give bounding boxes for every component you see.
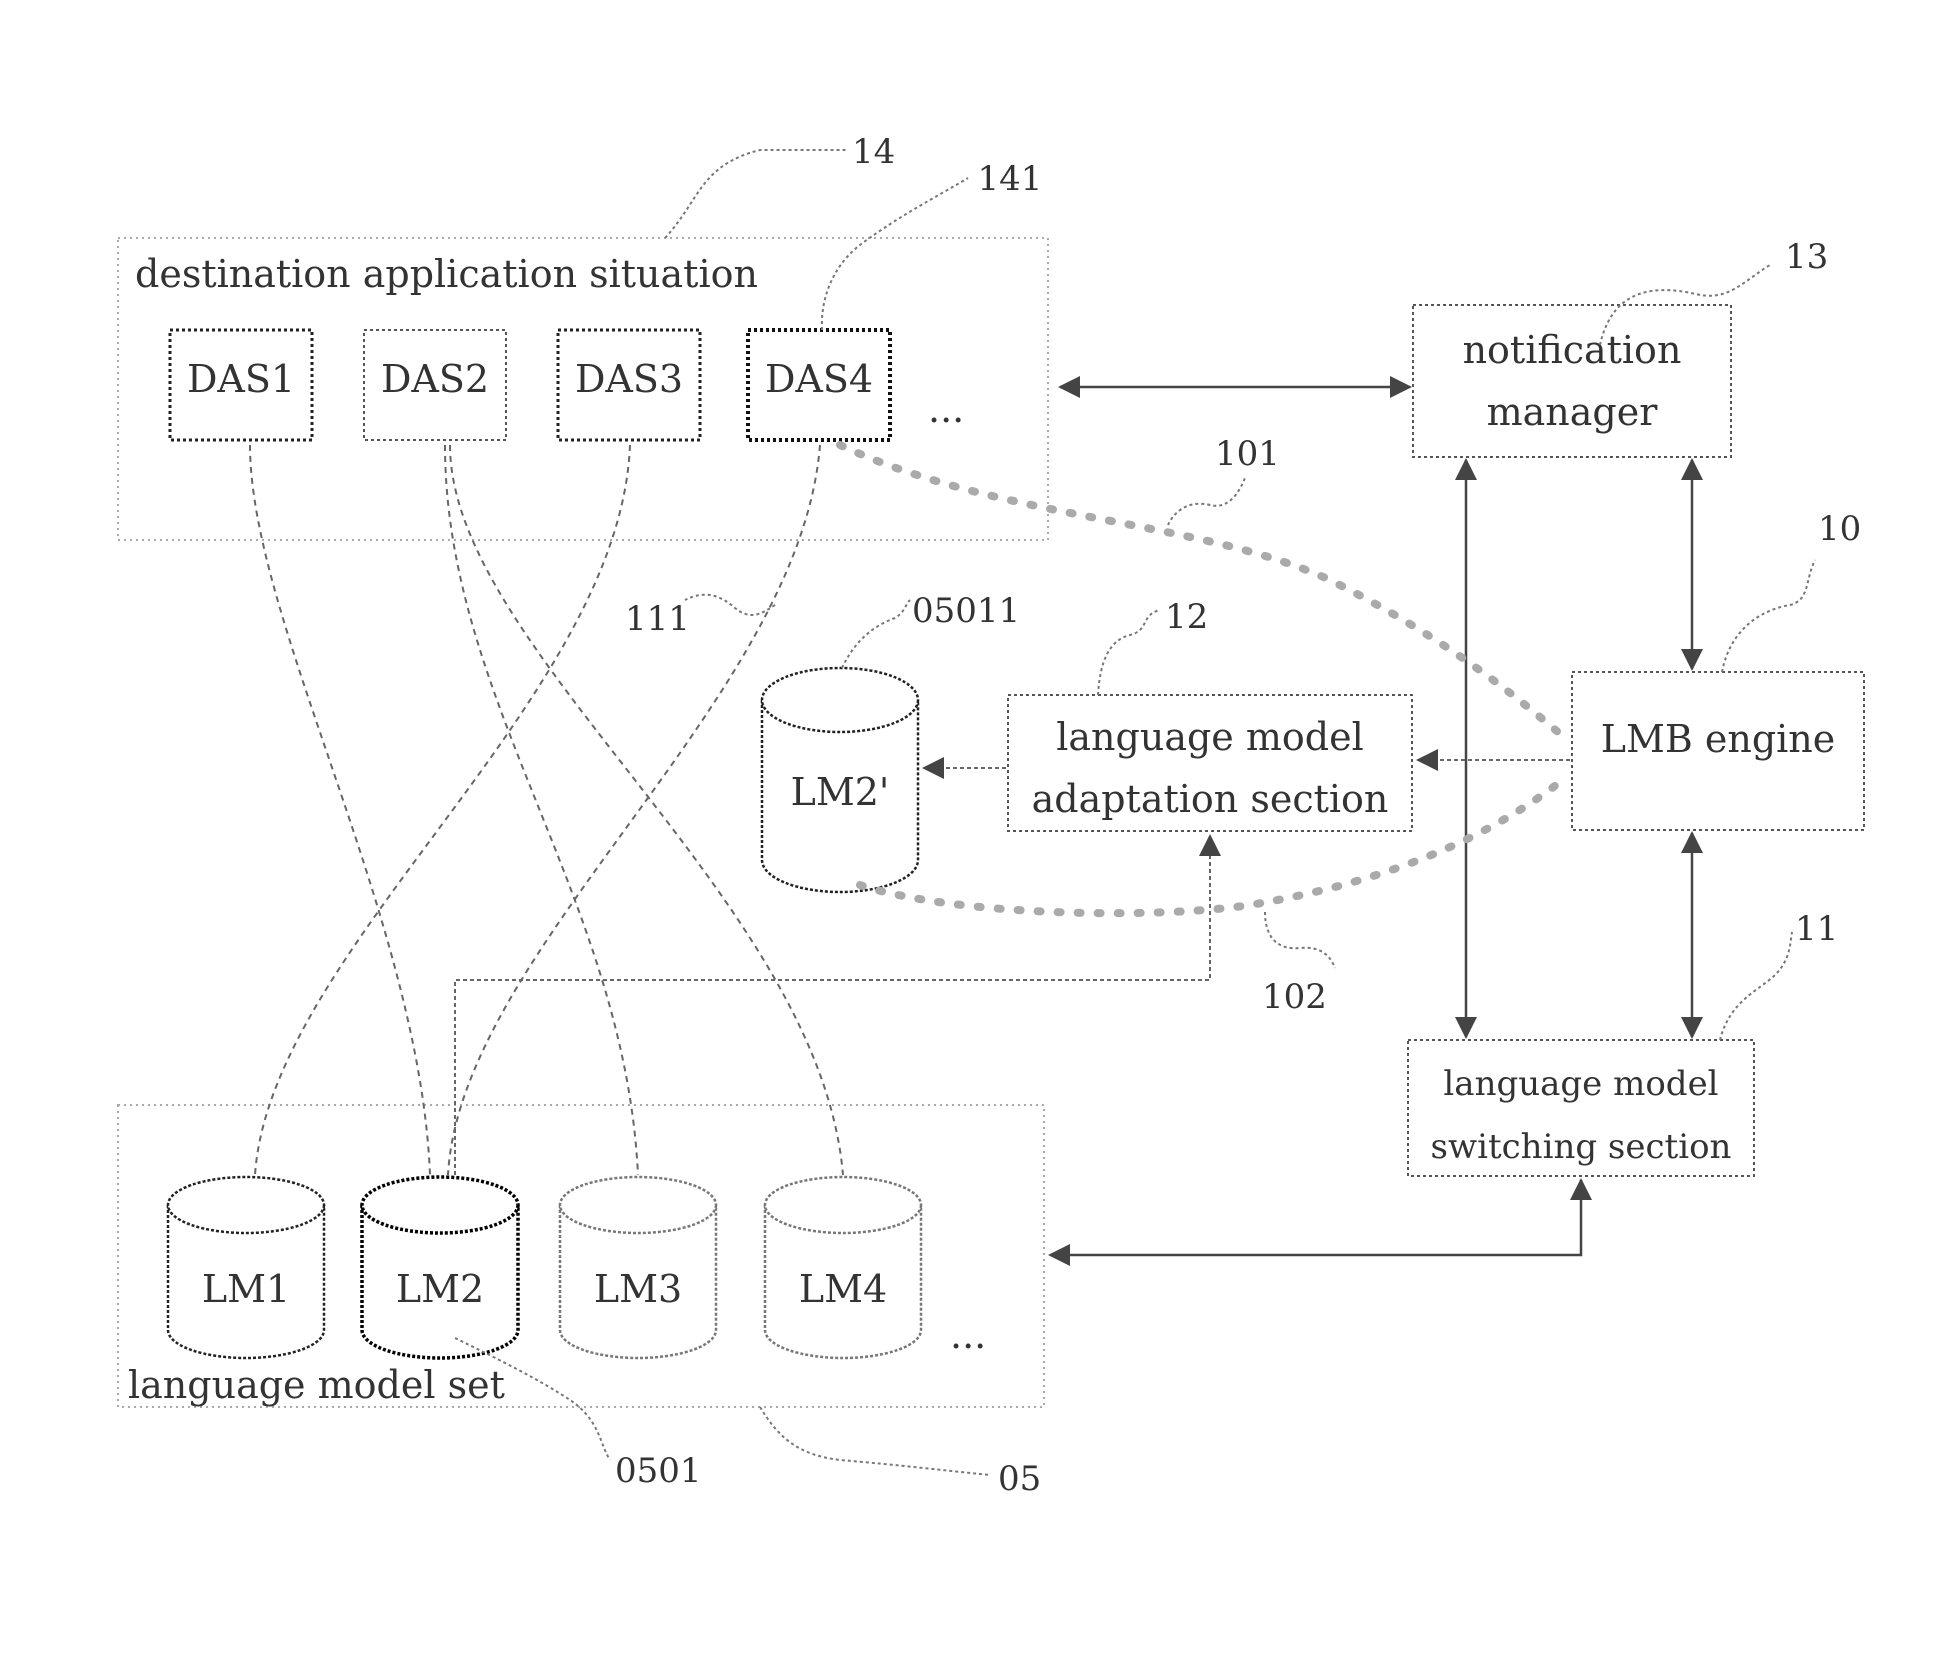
arrow-lmset-switching: [1050, 1180, 1581, 1255]
link-das1-lm2: [250, 445, 430, 1175]
lm4-label: LM4: [799, 1267, 887, 1311]
das4-label: DAS4: [765, 357, 873, 401]
das4-ref: 141: [978, 159, 1043, 199]
das-group-leader: [665, 150, 848, 238]
link-das3-lm1: [255, 445, 630, 1175]
lm-set-title: language model set: [128, 1363, 505, 1407]
das3-label: DAS3: [575, 357, 683, 401]
das1-label: DAS1: [187, 357, 295, 401]
lm-ellipsis: ...: [950, 1313, 986, 1357]
path-101-leader: [1168, 478, 1245, 525]
notification-manager-line2: manager: [1487, 390, 1659, 434]
adapted-lm-ref: 05011: [912, 591, 1020, 631]
lm2-ref: 0501: [615, 1451, 702, 1491]
adapted-lm-label: LM2': [791, 770, 890, 814]
lm2-label: LM2: [396, 1267, 484, 1311]
lm3-label: LM3: [594, 1267, 682, 1311]
adaptation-ref: 12: [1165, 597, 1208, 637]
link-111-ref: 111: [625, 599, 690, 639]
link-111-leader: [685, 595, 775, 615]
notification-manager-line1: notification: [1463, 328, 1682, 372]
lmb-engine-ref: 10: [1818, 509, 1861, 549]
switching-ref: 11: [1795, 909, 1838, 949]
lm1-label: LM1: [202, 1267, 290, 1311]
lmb-engine-leader: [1722, 560, 1815, 672]
path-102-leader: [1265, 912, 1335, 968]
das-group-title: destination application situation: [135, 252, 758, 296]
das2-label: DAS2: [381, 357, 489, 401]
path-102-ref: 102: [1262, 977, 1327, 1017]
switching-line1: language model: [1443, 1064, 1718, 1104]
switching-leader: [1720, 932, 1792, 1040]
switching-line2: switching section: [1431, 1127, 1732, 1167]
adaptation-line2: adaptation section: [1032, 777, 1389, 821]
adaptation-leader: [1098, 610, 1160, 695]
path-101-ref: 101: [1215, 434, 1280, 474]
das-ellipsis: ...: [928, 387, 964, 431]
lm-set-leader: [760, 1407, 990, 1475]
notification-manager-ref: 13: [1785, 237, 1828, 277]
lmb-engine-label: LMB engine: [1601, 717, 1836, 761]
das4-leader: [822, 178, 968, 330]
adaptation-line1: language model: [1056, 715, 1364, 759]
das-group-ref: 14: [852, 132, 895, 172]
link-das2-lm3: [445, 445, 638, 1175]
lm-set-ref: 05: [998, 1459, 1041, 1499]
adapted-lm-leader: [842, 600, 910, 668]
